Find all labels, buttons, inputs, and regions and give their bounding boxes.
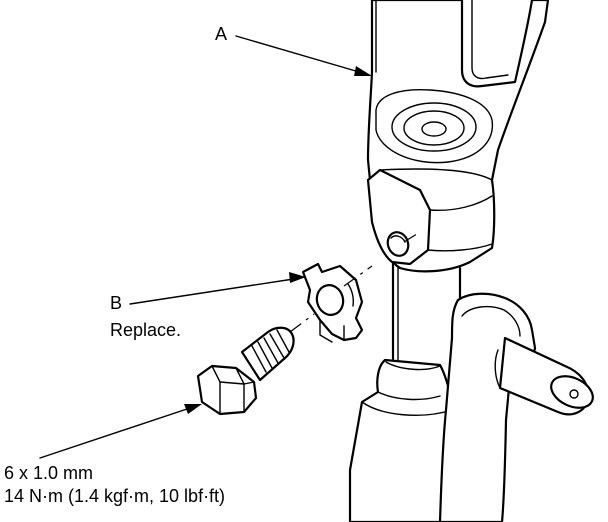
lock-tab-washer-icon (301, 262, 364, 343)
callout-a: A (215, 24, 372, 76)
stabilizer-link-icon (438, 292, 594, 522)
callout-b: B Replace. (110, 272, 306, 340)
steering-knuckle-icon (366, 0, 550, 273)
bolt-size-label: 6 x 1.0 mm (4, 463, 93, 483)
callout-bolt-arrowhead (184, 404, 202, 414)
callout-b-letter: B (110, 293, 122, 313)
bolt-torque-label: 14 N·m (1.4 kgf·m, 10 lbf·ft) (4, 486, 225, 506)
assembly-center-line (289, 231, 421, 333)
flange-bolt-icon (196, 326, 295, 416)
callout-b-arrowhead (289, 272, 306, 283)
shock-absorber-icon (348, 256, 464, 522)
callout-bolt: 6 x 1.0 mm 14 N·m (1.4 kgf·m, 10 lbf·ft) (4, 404, 225, 506)
callout-a-letter: A (215, 24, 227, 44)
callout-b-note: Replace. (110, 320, 181, 340)
callout-a-arrowhead (354, 66, 372, 76)
